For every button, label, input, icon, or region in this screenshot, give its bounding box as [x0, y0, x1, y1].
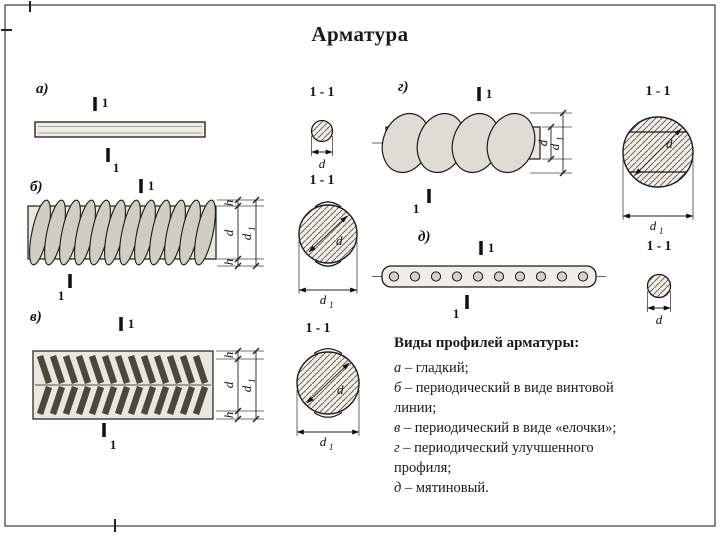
dim-d1-label: d 1: [320, 292, 334, 310]
dim-h-label: h: [221, 352, 236, 359]
section-g-label: 1 - 1: [646, 83, 671, 98]
legend-item-g: г – периодический улучшенного профиля;: [394, 438, 704, 478]
dim-d1-label: d 1: [547, 137, 565, 151]
cut-number: 1: [128, 317, 134, 331]
svg-text:1: 1: [329, 300, 334, 310]
legend-item-b: б – периодический в виде винтовой линии;: [394, 378, 704, 418]
svg-text:d: d: [239, 233, 254, 240]
section-d: d: [646, 273, 672, 327]
sheet-frame: [1, 1, 716, 532]
section-a: d: [310, 119, 334, 171]
legend-text: – периодический в виде винтовой: [404, 380, 614, 396]
section-b: d d 1: [298, 201, 358, 310]
figure-v-label: в): [30, 309, 42, 325]
cut-mark-g-bottom: 1: [413, 189, 431, 216]
section-g: d d 1: [622, 116, 694, 236]
cut-mark-d-bottom: 1: [453, 295, 469, 321]
dim-h-label: h: [221, 412, 236, 419]
legend-item-v: в – периодический в виде «елочки»;: [394, 418, 704, 438]
cut-mark-d-top: 1: [479, 241, 494, 255]
dim-d1-label: d 1: [239, 379, 257, 393]
cut-mark-b-top: 1: [139, 179, 154, 193]
dim-d-label: d: [336, 233, 343, 248]
legend-text: – мятиновый.: [404, 480, 489, 496]
figure-a-label: а): [36, 81, 49, 97]
svg-text:1: 1: [247, 227, 257, 232]
legend-item-a: а – гладкий;: [394, 358, 704, 378]
cut-number: 1: [113, 161, 119, 175]
page-title: Арматура: [311, 22, 409, 46]
dim-d-label: d: [656, 312, 663, 327]
svg-text:1: 1: [247, 379, 257, 384]
legend-text: – периодический улучшенного: [403, 440, 594, 456]
legend-text-cont: линии;: [394, 400, 437, 416]
section-d-label: 1 - 1: [647, 238, 672, 253]
legend-title: Виды профилей арматуры:: [394, 335, 580, 351]
cut-mark-v-top: 1: [119, 317, 134, 331]
section-a-label: 1 - 1: [310, 84, 335, 99]
bar-b-dimensions: h d h d 1: [217, 196, 264, 270]
figure-b-label: б): [30, 179, 42, 195]
legend: Виды профилей арматуры: а – гладкий; б –…: [394, 335, 704, 498]
bar-v-dimensions: h d h d 1: [216, 347, 264, 423]
cut-mark-v-bottom: 1: [102, 423, 116, 452]
dim-d-label: d: [666, 136, 673, 151]
cut-mark-a-bottom: 1: [106, 148, 119, 175]
svg-text:1: 1: [329, 442, 334, 452]
legend-letter: г: [394, 440, 400, 456]
legend-text-cont: профиля;: [394, 460, 452, 476]
section-b-label: 1 - 1: [310, 172, 335, 187]
bar-g-dimensions: d d 1: [530, 109, 572, 177]
cut-number: 1: [486, 87, 492, 101]
svg-text:d: d: [320, 434, 327, 449]
bar-b-elevation: [27, 199, 217, 266]
svg-text:1: 1: [659, 226, 664, 236]
legend-text: – периодический в виде «елочки»;: [403, 420, 617, 436]
cut-number: 1: [413, 202, 419, 216]
dim-h-label: h: [221, 200, 236, 207]
dim-d-label: d: [337, 382, 344, 397]
cut-number: 1: [110, 438, 116, 452]
figure-g-label: г): [398, 79, 409, 95]
legend-letter: а: [394, 360, 402, 376]
legend-letter: б: [394, 380, 402, 396]
cut-mark-g-top: 1: [477, 87, 492, 101]
cut-number: 1: [102, 96, 108, 110]
legend-letter: в: [394, 420, 401, 436]
bar-g-elevation: [372, 112, 548, 174]
svg-text:d: d: [547, 143, 562, 150]
section-v: d d 1: [296, 348, 360, 452]
svg-text:d: d: [650, 218, 657, 233]
dim-d-label: d: [319, 156, 326, 171]
bar-d-elevation: [372, 265, 606, 288]
bar-v-elevation: [32, 350, 214, 420]
dim-d1-label: d 1: [650, 218, 664, 236]
cut-mark-b-bottom: 1: [58, 274, 72, 303]
dim-d-label: d: [221, 229, 236, 236]
svg-text:d: d: [320, 292, 327, 307]
legend-letter: д: [394, 480, 402, 496]
dim-h-label: h: [221, 259, 236, 266]
cut-number: 1: [453, 307, 459, 321]
legend-text: – гладкий;: [404, 360, 469, 376]
dim-d1-label: d 1: [239, 227, 257, 241]
cut-number: 1: [148, 179, 154, 193]
legend-item-d: д – мятиновый.: [394, 478, 704, 498]
svg-text:d: d: [239, 385, 254, 392]
section-v-label: 1 - 1: [306, 320, 331, 335]
dim-d-label: d: [221, 381, 236, 388]
cut-number: 1: [488, 241, 494, 255]
dim-d1-label: d 1: [320, 434, 334, 452]
dim-d-label: d: [535, 139, 550, 146]
cut-mark-a-top: 1: [93, 96, 108, 111]
svg-text:1: 1: [555, 137, 565, 142]
cut-number: 1: [58, 289, 64, 303]
bar-a-elevation: [34, 121, 206, 138]
figure-d-label: д): [418, 229, 430, 245]
